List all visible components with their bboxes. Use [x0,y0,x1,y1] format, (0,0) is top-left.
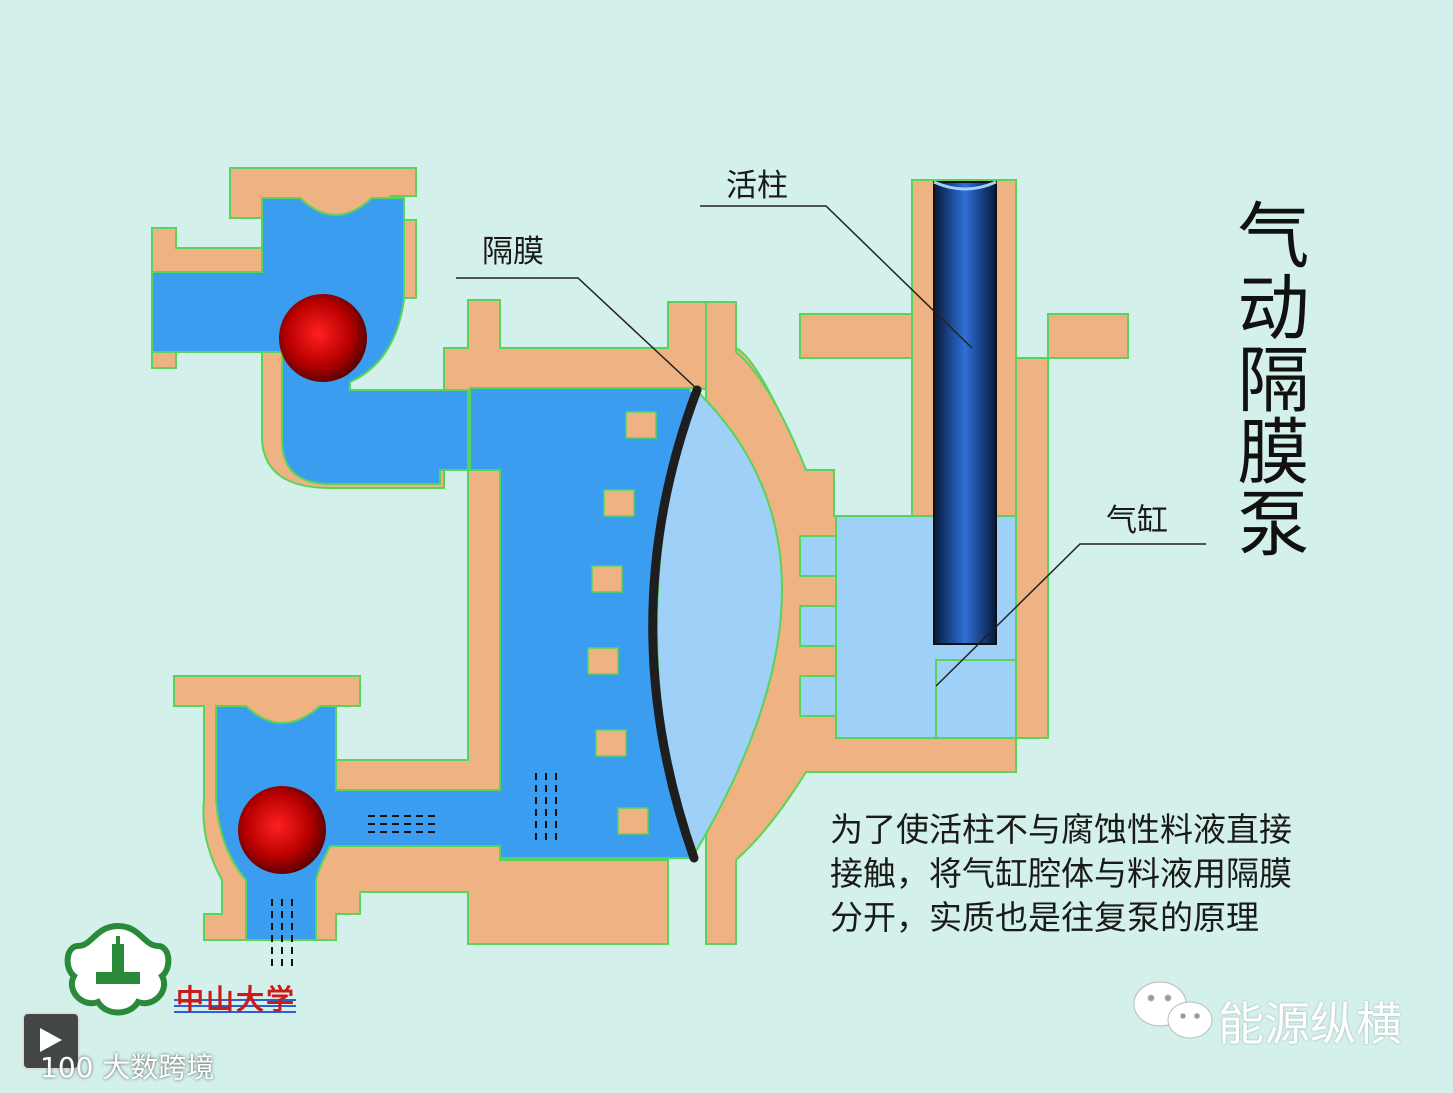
caption-line: 接触，将气缸腔体与料液用隔膜 [830,854,1292,893]
source-watermark: 100 大数跨境 [40,1051,215,1084]
label-cylinder: 气缸 [1106,503,1168,539]
caption-line: 分开，实质也是往复泵的原理 [830,898,1259,937]
label-piston: 活柱 [726,168,788,204]
university-logo [64,922,172,1016]
caption: 为了使活柱不与腐蚀性料液直接 接触，将气缸腔体与料液用隔膜 分开，实质也是往复泵… [830,808,1350,940]
lower-check-ball [238,786,326,874]
label-diaphragm: 隔膜 [482,234,544,270]
diaphragm-membrane [648,385,702,863]
upper-check-ball [279,294,367,382]
univ-name-underline [174,999,296,1013]
brand-watermark: 能源纵横 [1218,997,1402,1051]
university-name: 中山大学 [176,983,297,1016]
perforated-plate [587,411,657,835]
piston [933,180,997,645]
diagram-title: 气动隔膜泵 [1225,198,1309,558]
caption-line: 为了使活柱不与腐蚀性料液直接 [830,810,1292,849]
lower-liquid [215,387,691,941]
flow-arrows [271,772,557,966]
play-button[interactable] [22,1012,80,1070]
leader-lines [456,205,1206,687]
play-icon [40,1028,62,1052]
wechat-icon [1133,981,1213,1039]
